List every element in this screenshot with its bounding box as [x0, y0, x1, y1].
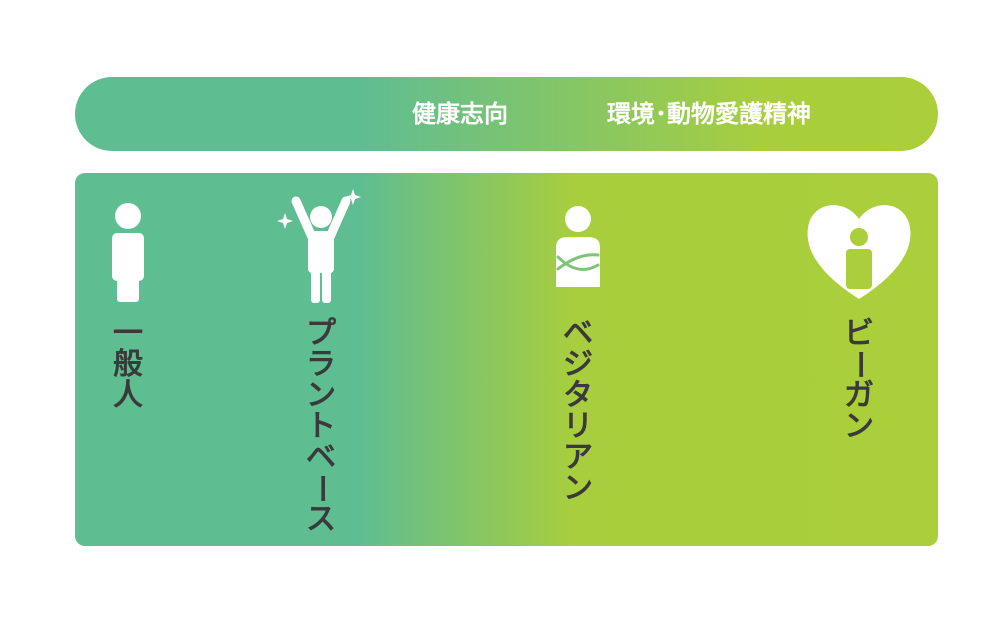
cheering-person-sparkle-icon [277, 189, 361, 303]
arms-crossed-person-icon [556, 206, 600, 287]
environment-animal-ethics-label: 環境･動物愛護精神 [607, 100, 811, 128]
category-vegan: ビーガン [799, 173, 919, 546]
category-vegetarian: ベジタリアン [518, 173, 638, 546]
category-label-vegan: ビーガン [841, 316, 877, 444]
categories-panel: 一般人 プラントベース [75, 173, 938, 546]
category-label-general: 一般人 [113, 316, 143, 413]
category-label-plant-based: プラントベース [303, 316, 339, 537]
person-in-heart-icon [807, 205, 911, 299]
category-label-vegetarian: ベジタリアン [563, 316, 593, 506]
person-icon [112, 203, 144, 302]
category-plant-based: プラントベース [261, 173, 381, 546]
spectrum-header-bar: 健康志向 環境･動物愛護精神 [75, 77, 938, 151]
category-general: 一般人 [68, 173, 188, 546]
health-oriented-label: 健康志向 [412, 100, 508, 128]
